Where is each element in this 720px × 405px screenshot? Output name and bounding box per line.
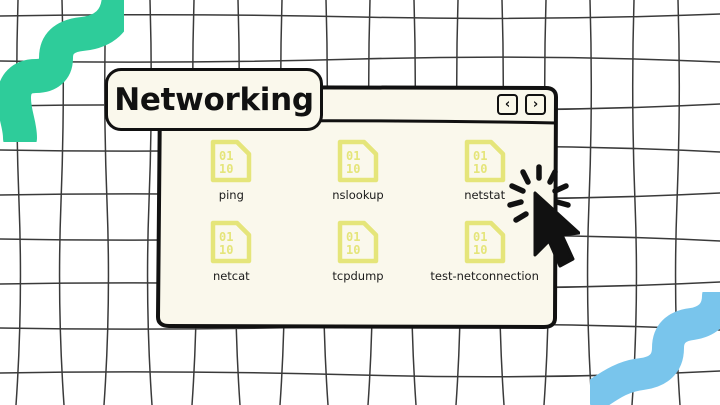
svg-text:01: 01 bbox=[346, 230, 360, 244]
file-label: ping bbox=[218, 188, 244, 202]
file-item-tcpdump[interactable]: 01 10 tcpdump bbox=[295, 219, 422, 284]
forward-button[interactable]: › bbox=[525, 94, 546, 115]
svg-text:10: 10 bbox=[346, 243, 360, 257]
binary-file-icon: 01 10 bbox=[337, 139, 379, 183]
file-item-netcat[interactable]: 01 10 netcat bbox=[168, 219, 295, 284]
binary-file-icon: 01 10 bbox=[337, 220, 379, 263]
svg-text:10: 10 bbox=[219, 162, 233, 176]
page-title: Networking bbox=[114, 81, 314, 118]
binary-file-icon: 01 10 bbox=[464, 220, 505, 263]
file-browser-window: ‹ › 01 10 ping bbox=[156, 85, 558, 329]
chevron-left-icon: ‹ bbox=[504, 97, 511, 112]
file-label: nslookup bbox=[332, 188, 384, 202]
page-title-badge: Networking bbox=[105, 68, 323, 131]
svg-text:01: 01 bbox=[219, 149, 233, 163]
navigation-buttons: ‹ › bbox=[497, 94, 546, 115]
svg-text:10: 10 bbox=[219, 243, 233, 257]
back-button[interactable]: ‹ bbox=[497, 94, 518, 115]
svg-text:10: 10 bbox=[473, 243, 487, 257]
svg-text:10: 10 bbox=[346, 162, 360, 176]
svg-text:10: 10 bbox=[473, 162, 487, 176]
chevron-right-icon: › bbox=[532, 97, 539, 112]
window-frame bbox=[156, 85, 558, 329]
file-item-ping[interactable]: 01 10 ping bbox=[168, 138, 295, 203]
svg-text:01: 01 bbox=[473, 149, 487, 163]
file-label: netcat bbox=[212, 268, 250, 283]
window-content: ‹ › 01 10 ping bbox=[158, 88, 558, 326]
file-item-test-netconnection[interactable]: 01 10 test-netconnection bbox=[421, 219, 548, 284]
binary-file-icon: 01 10 bbox=[211, 139, 252, 183]
file-label: test-netconnection bbox=[430, 268, 539, 283]
binary-file-icon: 01 10 bbox=[464, 139, 505, 183]
svg-text:01: 01 bbox=[219, 230, 233, 244]
window-titlebar: ‹ › bbox=[158, 88, 558, 122]
file-item-netstat[interactable]: 01 10 netstat bbox=[421, 138, 548, 203]
file-item-nslookup[interactable]: 01 10 nslookup bbox=[295, 138, 422, 203]
file-label: tcpdump bbox=[332, 268, 384, 283]
file-icon-grid: 01 10 ping 01 10 nslookup bbox=[158, 130, 558, 283]
file-label: netstat bbox=[464, 188, 506, 202]
svg-text:01: 01 bbox=[473, 230, 487, 244]
binary-file-icon: 01 10 bbox=[211, 220, 252, 263]
svg-text:01: 01 bbox=[346, 149, 360, 163]
